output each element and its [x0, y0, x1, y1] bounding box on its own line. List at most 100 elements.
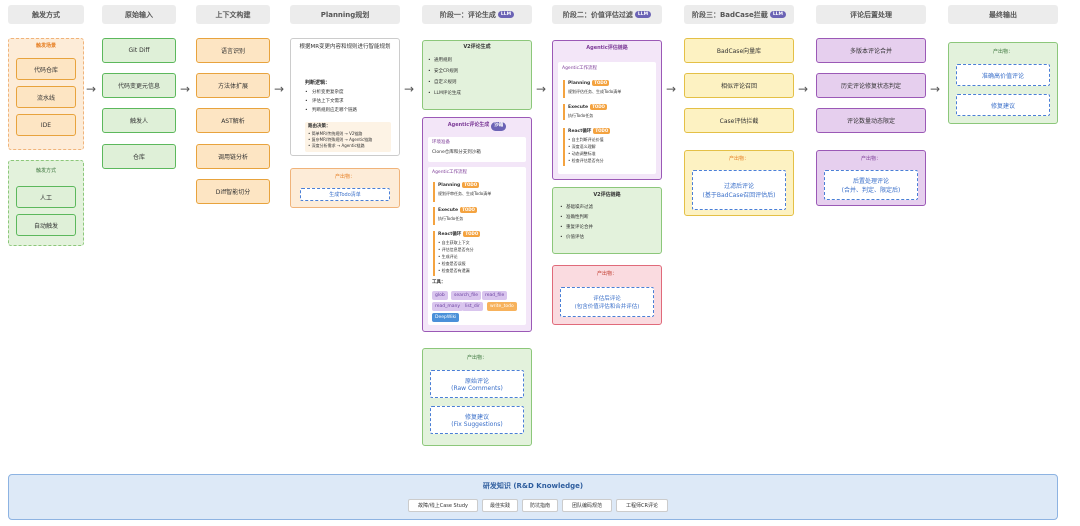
filtered-comments-output: 过滤后评论 (基于BadCase召回评估后) [692, 170, 786, 210]
knowledge-item-engineer-cr: 工程师CR评论 [616, 499, 668, 512]
header-planning-label: Planning规划 [320, 10, 370, 19]
planning-step-text: 规划评审任务、生成Todo清单 [438, 191, 492, 196]
todo-tag: TODO [460, 207, 477, 213]
raw-input-repo: 仓库 [102, 144, 176, 169]
planning-decision-item: • 简单MR/传统规则 → V2链路 [308, 131, 363, 136]
context-ast-parse: AST解析 [196, 108, 270, 133]
sandbox-badge: 沙箱 [491, 122, 507, 131]
react-step-item: • 评估信息是否充分 [438, 247, 474, 252]
eval-react-item: • 检查评估是否充分 [568, 158, 604, 163]
header-final-output: 最终输出 [948, 5, 1058, 24]
v2-generation-title: V2评论生成 [463, 44, 491, 50]
eval-react-item: • 自主判断评论价值 [568, 137, 604, 142]
v2-eval-item: 准确性判断 [566, 215, 589, 220]
todo-tag: TODO [462, 182, 480, 188]
badcase-vector-db: BadCase向量库 [684, 38, 794, 63]
env-prep-text: Clone仓库和分支到沙箱 [432, 150, 481, 155]
knowledge-panel [8, 474, 1058, 520]
todo-tag: TODO [593, 128, 611, 134]
llm-badge: LLM [769, 11, 787, 18]
eval-react-label: React循环 [568, 129, 592, 134]
multi-version-merge: 多版本评论合并 [816, 38, 926, 63]
case-eval-intercept: Case评估拦截 [684, 108, 794, 133]
react-step-item: • 检查是否有遗漏 [438, 268, 470, 273]
execute-step-label: Execute [438, 208, 459, 213]
raw-comments-output: 原始评论 (Raw Comments) [430, 370, 524, 398]
stage3-output-title: 产出物： [728, 156, 749, 162]
trigger-scene-title: 触发场景 [35, 43, 56, 49]
planning-bullet-icon: • [305, 99, 308, 104]
header-context-label: 上下文构建 [215, 10, 251, 19]
knowledge-item-team-standard: 团队编码规范 [562, 499, 612, 512]
stage1-output-title: 产出物： [466, 355, 487, 361]
tool-write-todo: write_todo [487, 302, 517, 311]
env-prep-title: 环境准备 [432, 140, 450, 145]
arrow-icon: → [666, 82, 677, 96]
eval-execute-text: 执行Todo任务 [568, 113, 594, 118]
todo-tag: TODO [592, 80, 610, 86]
header-planning: Planning规划 [290, 5, 400, 24]
tool-list-dir: list_dir [462, 302, 483, 311]
planning-decision-title: 路由决策： [308, 124, 331, 129]
planning-logic-item: 分析变更复杂度 [312, 90, 344, 95]
react-step-item: • 生成评论 [438, 254, 458, 259]
v2-generation-item: LLM评论生成 [434, 91, 461, 96]
bullet-icon: • [560, 205, 563, 210]
knowledge-item-pitfall-guide: 防坑指南 [522, 499, 558, 512]
trigger-method-title: 触发方式 [35, 168, 56, 174]
postprocess-output-title: 产出物： [860, 156, 881, 162]
context-call-chain: 调用链分析 [196, 144, 270, 169]
final-fix-suggestions: 修复建议 [956, 94, 1050, 116]
react-step-label: React循环 [438, 232, 462, 237]
tool-read-many: read_many [432, 302, 464, 311]
arrow-icon: → [798, 82, 809, 96]
env-prep-box [428, 137, 526, 162]
flow-bar [433, 182, 435, 202]
agentic-eval-title: Agentic评估链路 [586, 45, 628, 51]
v2-eval-panel [552, 187, 662, 254]
postprocessed-comments-output: 后置处理评论 (合并、判定、限定后) [824, 170, 918, 200]
llm-badge: LLM [497, 11, 515, 18]
final-output-title: 产出物： [992, 49, 1013, 55]
header-trigger: 触发方式 [8, 5, 84, 24]
header-context: 上下文构建 [196, 5, 270, 24]
bullet-icon: • [560, 215, 563, 220]
final-high-value-comments: 准确高价值评论 [956, 64, 1050, 86]
context-language-detect: 语言识别 [196, 38, 270, 63]
planning-decision-box [305, 122, 391, 152]
knowledge-title: 研发知识 (R&D Knowledge) [482, 482, 584, 490]
scene-item-pipeline: 流水线 [16, 86, 76, 108]
v2-eval-item: 基础噪声过滤 [566, 205, 593, 210]
arrow-icon: → [930, 82, 941, 96]
postprocessed-comments-text: 后置处理评论 (合并、判定、限定后) [841, 178, 901, 194]
planning-logic-item: 评估上下文需求 [312, 99, 344, 104]
similar-comment-recall: 相似评论召回 [684, 73, 794, 98]
header-raw-input: 原始输入 [102, 5, 176, 24]
planning-logic-item: 判断规则应走哪个链路 [312, 108, 357, 113]
arrow-icon: → [180, 82, 191, 96]
planning-decision-item: • 复杂MR/特殊规则 → Agentic链路 [308, 137, 373, 142]
arrow-icon: → [274, 82, 285, 96]
v2-eval-item: 重复评论合并 [566, 225, 593, 230]
eval-execute-label: Execute [568, 105, 589, 110]
eval-react-item: • 深度语义理解 [568, 144, 596, 149]
tool-deepwiki: DeepWiki [432, 313, 460, 322]
header-postprocess: 评论后置处理 [816, 5, 926, 24]
header-trigger-label: 触发方式 [32, 10, 60, 19]
trigger-item-manual: 人工 [16, 186, 76, 208]
planning-output-title: 产出物： [334, 174, 355, 180]
raw-input-git-diff: Git Diff [102, 38, 176, 63]
v2-generation-panel [422, 40, 532, 110]
bullet-icon: • [428, 58, 431, 63]
planning-bullet-icon: • [305, 108, 308, 113]
context-method-expand: 方法体扩展 [196, 73, 270, 98]
tools-title: 工具： [432, 280, 446, 285]
bullet-icon: • [560, 225, 563, 230]
